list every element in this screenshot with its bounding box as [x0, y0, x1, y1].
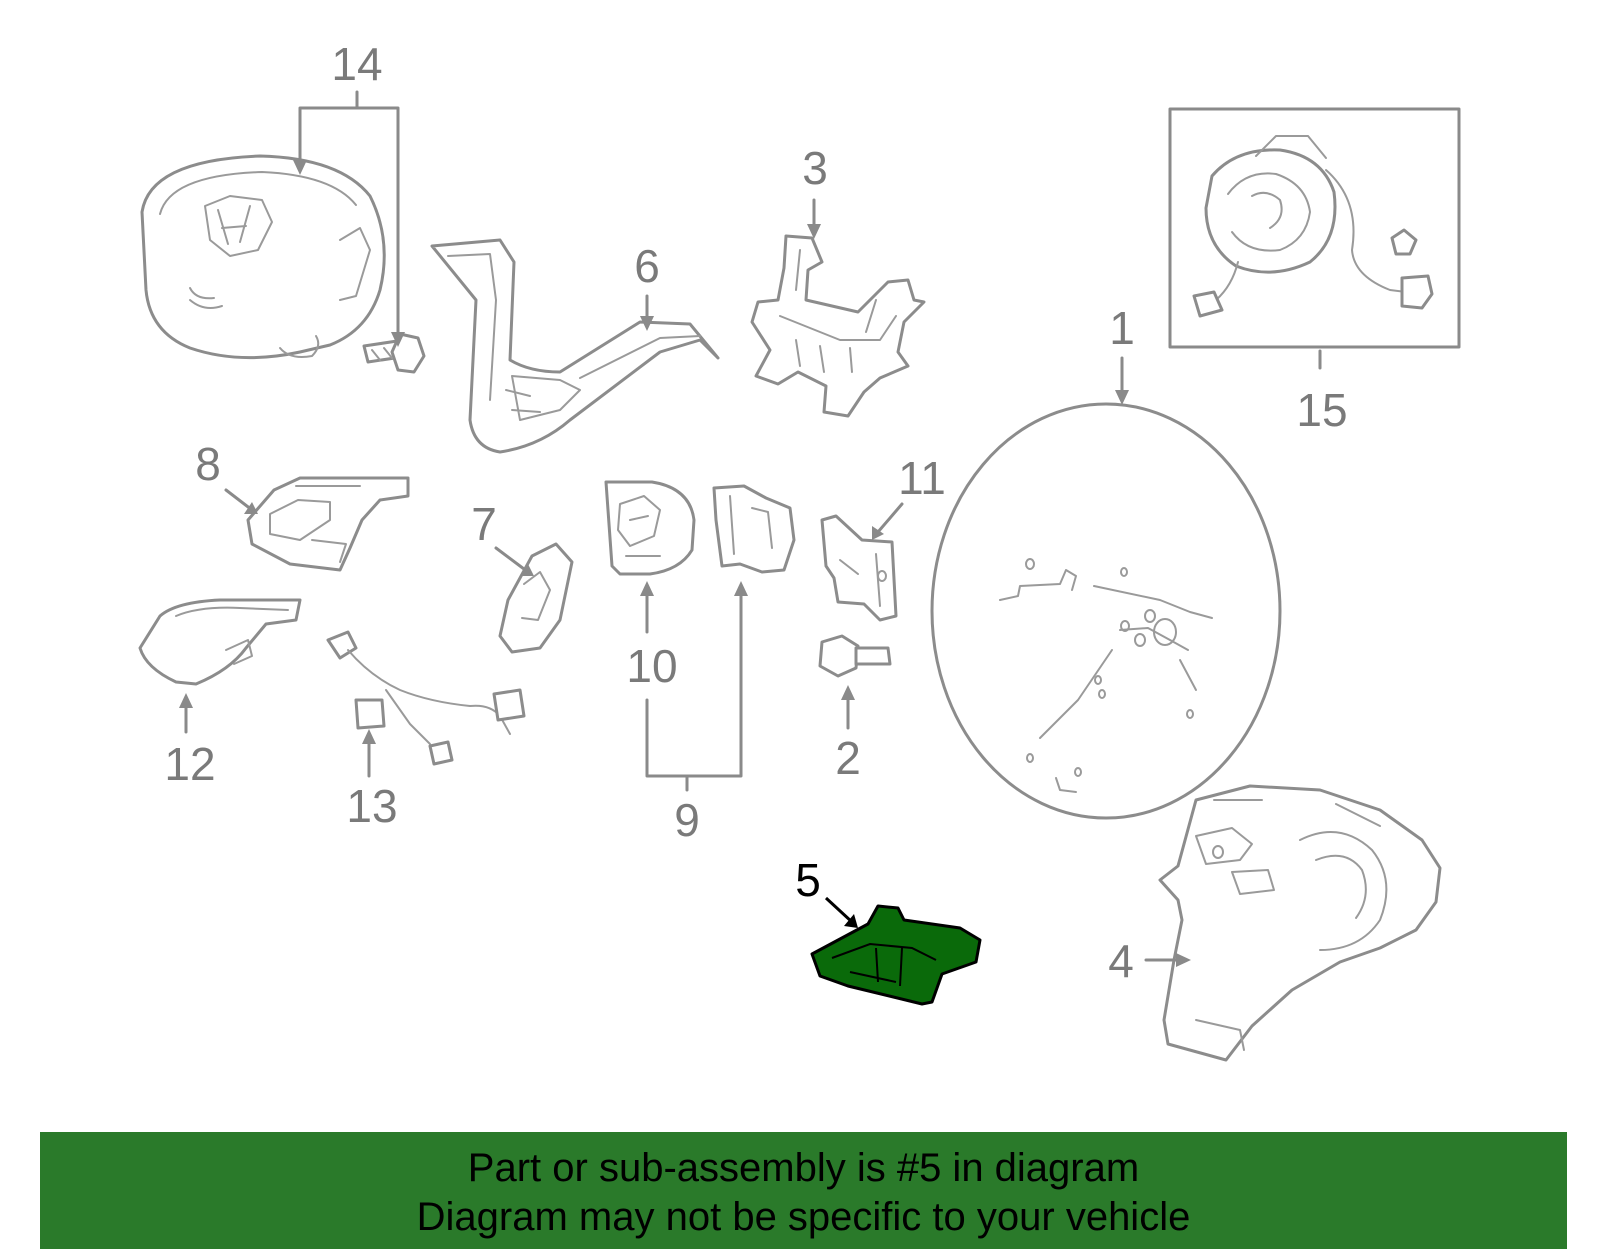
- callout-10: 10: [626, 640, 677, 692]
- part-11-bracket[interactable]: [820, 514, 898, 622]
- callout-4: 4: [1108, 935, 1134, 987]
- callout-14: 14: [331, 38, 382, 90]
- callout-2: 2: [835, 732, 861, 784]
- part-4-column-cover[interactable]: [1158, 784, 1442, 1062]
- callout-13: 13: [346, 780, 397, 832]
- info-banner: Part or sub-assembly is #5 in diagram Di…: [40, 1132, 1567, 1249]
- callout-1: 1: [1109, 302, 1135, 354]
- callout-15: 15: [1296, 384, 1347, 436]
- part-14-airbag[interactable]: [140, 154, 386, 360]
- part-10-switch[interactable]: [604, 480, 696, 576]
- part-2-bolt[interactable]: [818, 634, 892, 678]
- callout-11: 11: [898, 452, 946, 504]
- part-1-steering-wheel[interactable]: [930, 402, 1282, 820]
- callout-3: 3: [802, 142, 828, 194]
- leader-lines: [179, 90, 1322, 967]
- part-3-bracket[interactable]: [750, 234, 926, 418]
- callout-labels: 14 3 6 1 15 8 11 7 10 12 2 13 9 5 4: [164, 38, 1347, 987]
- part-8-switch[interactable]: [246, 476, 410, 572]
- banner-line-2: Diagram may not be specific to your vehi…: [416, 1195, 1191, 1239]
- part-5-highlighted[interactable]: [810, 904, 982, 1006]
- callout-5: 5: [795, 854, 821, 906]
- callout-7: 7: [471, 498, 497, 550]
- part-9-switch[interactable]: [712, 484, 796, 574]
- part-13-harness[interactable]: [326, 630, 526, 766]
- part-15-cable-reel[interactable]: [1168, 107, 1461, 349]
- part-7-switch[interactable]: [498, 542, 574, 654]
- part-6-garnish[interactable]: [430, 238, 720, 454]
- callout-6: 6: [634, 240, 660, 292]
- banner-line-1: Part or sub-assembly is #5 in diagram: [467, 1146, 1140, 1190]
- part-15-inset-box: [1168, 107, 1461, 349]
- part-14-bolt[interactable]: [362, 332, 426, 374]
- callout-9: 9: [674, 794, 700, 846]
- callout-8: 8: [195, 438, 221, 490]
- part-12-cover[interactable]: [138, 598, 302, 686]
- callout-12: 12: [164, 738, 215, 790]
